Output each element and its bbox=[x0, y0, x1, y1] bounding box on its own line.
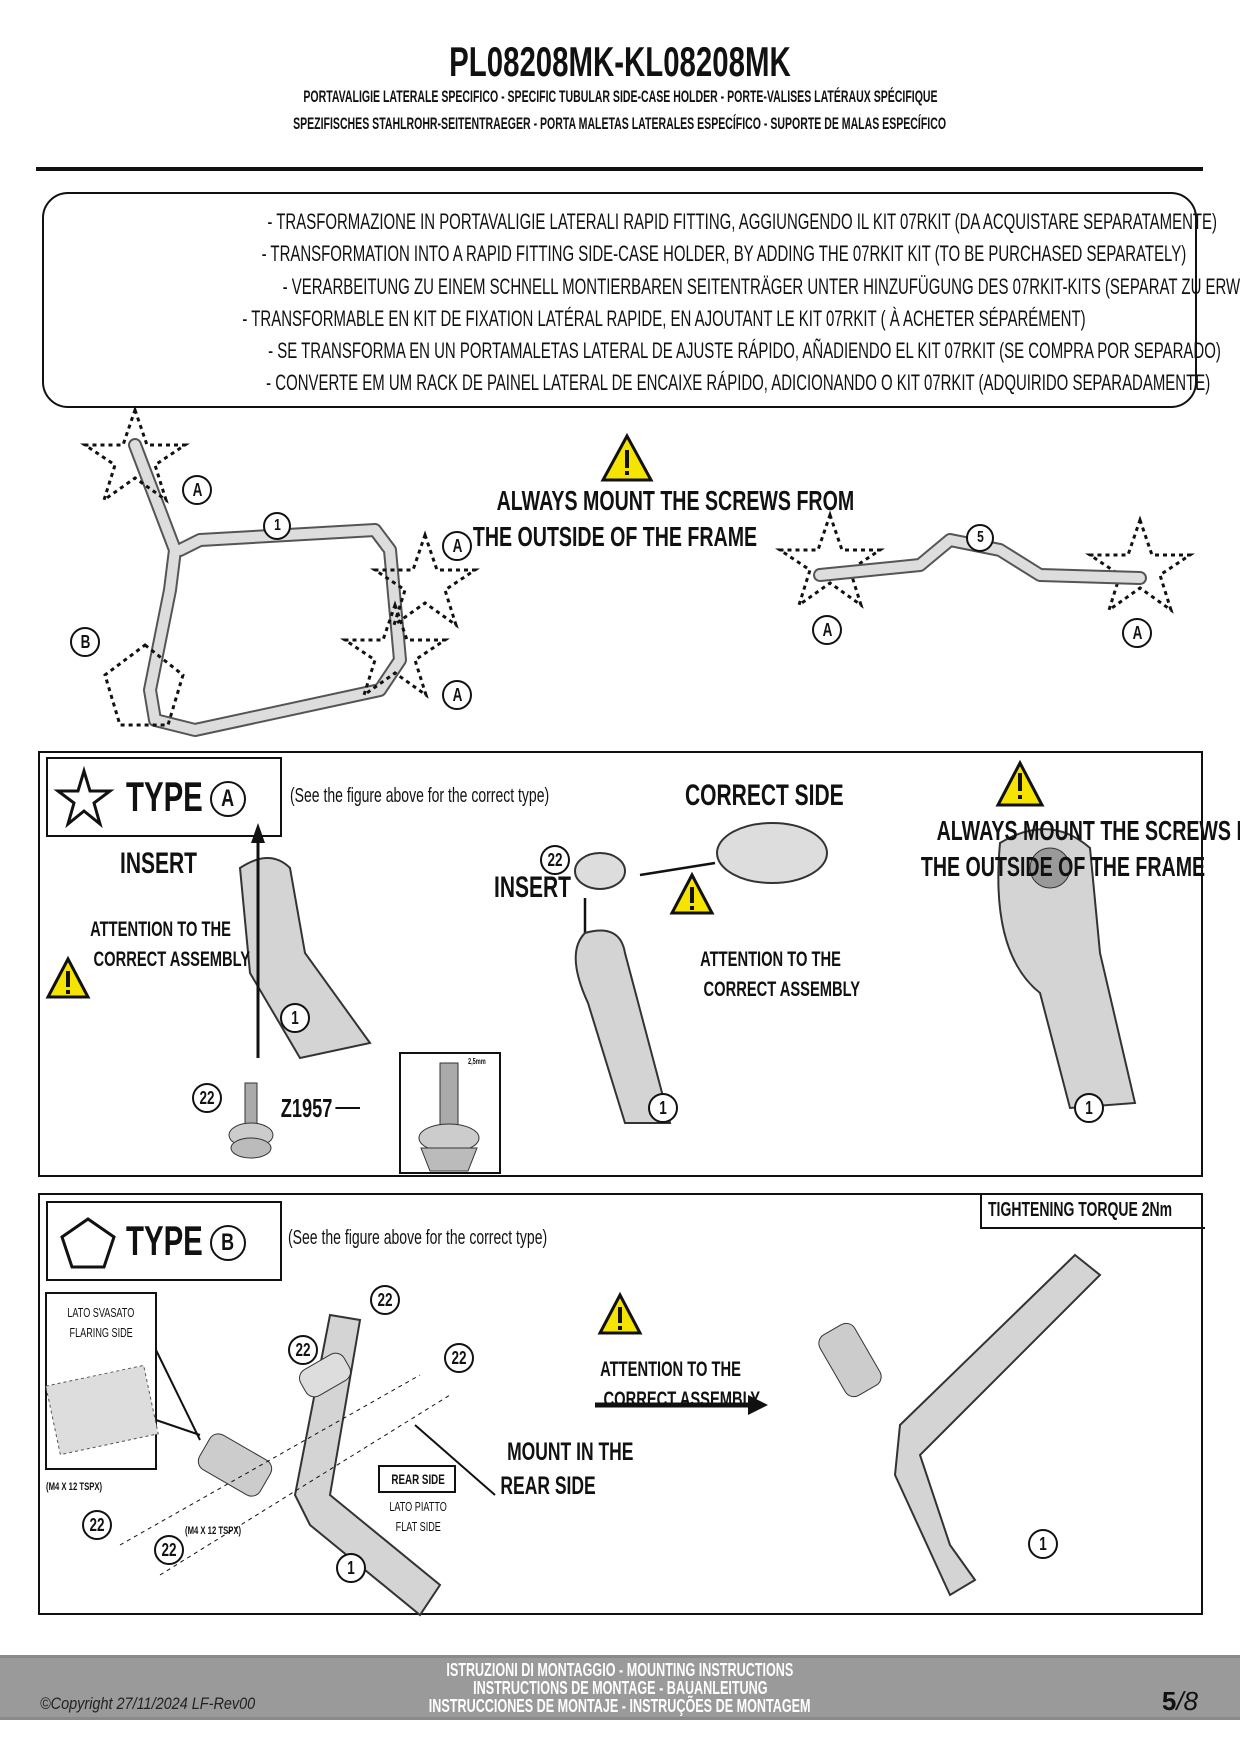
type-b-illustrations bbox=[45, 1253, 1102, 1617]
bracket-arm bbox=[574, 929, 672, 1124]
correct-side-heading: CORRECT SIDE bbox=[685, 779, 844, 812]
type-a-letter: A bbox=[210, 781, 246, 817]
part-1-callout: 1 bbox=[336, 1553, 366, 1583]
flaring-side-label: LATO SVASATO FLARING SIDE bbox=[67, 1305, 135, 1340]
type-b-panel: TYPE B (See the figure above for the cor… bbox=[38, 1193, 1205, 1617]
notice-line: - VERARBEITUNG ZU EINEM SCHNELL MONTIERB… bbox=[282, 273, 1240, 299]
bracket-arm bbox=[997, 828, 1137, 1110]
label-a-callout: A bbox=[1122, 618, 1152, 648]
part-code-label: Z1957 bbox=[278, 1093, 360, 1124]
label-a-callout: A bbox=[442, 680, 472, 710]
footer-bar: ©Copyright 27/11/2024 LF-Rev00 ISTRUZION… bbox=[0, 1655, 1240, 1720]
part-22-callout: 22 bbox=[82, 1510, 112, 1540]
header-divider bbox=[36, 167, 1203, 171]
star-markers bbox=[80, 405, 1195, 727]
frame-tube bbox=[893, 1253, 1102, 1597]
rear-side-box: REAR SIDE bbox=[378, 1465, 456, 1493]
type-a-warning-text: ALWAYS MOUNT THE SCREWS FROM THE OUTSIDE… bbox=[920, 815, 1240, 882]
type-a-title: TYPE bbox=[126, 773, 203, 820]
part-22-callout: 22 bbox=[540, 845, 570, 875]
label-a-callout: A bbox=[442, 531, 472, 561]
clip-washer bbox=[716, 822, 828, 884]
warning-icon bbox=[600, 432, 654, 482]
rivet-part-22 bbox=[228, 1082, 274, 1159]
torque-label-box: TIGHTENING TORQUE 2Nm bbox=[980, 1195, 1205, 1229]
part-22-callout: 22 bbox=[192, 1083, 222, 1113]
warning-icon bbox=[669, 871, 715, 915]
warning-icon bbox=[45, 955, 91, 999]
attention-text-center: ATTENTION TO THE CORRECT ASSEMBLY bbox=[700, 948, 861, 1001]
document-title: PL08208MK-KL08208MK bbox=[449, 38, 791, 85]
copyright-text: ©Copyright 27/11/2024 LF-Rev00 bbox=[40, 1694, 256, 1713]
pentagon-icon bbox=[60, 1217, 116, 1269]
label-b-callout: B bbox=[70, 627, 100, 657]
type-b-title: TYPE bbox=[126, 1217, 203, 1264]
type-a-illustrations bbox=[45, 759, 1137, 1174]
overview-warning-text: ALWAYS MOUNT THE SCREWS FROM THE OUTSIDE… bbox=[472, 485, 855, 552]
dimension-label: 2,5mm bbox=[468, 1057, 486, 1066]
notice-lines: - TRASFORMAZIONE IN PORTAVALIGIE LATERAL… bbox=[44, 206, 1240, 400]
part-22-callout: 22 bbox=[444, 1343, 474, 1373]
label-a-callout: A bbox=[182, 475, 212, 505]
mounted-clip bbox=[1029, 847, 1071, 889]
notice-line: - CONVERTE EM UM RACK DE PAINEL LATERAL … bbox=[266, 370, 1211, 396]
footer-title: ISTRUZIONI DI MONTAGGIO - MOUNTING INSTR… bbox=[429, 1660, 811, 1716]
part-1-callout: 1 bbox=[263, 512, 291, 540]
part-22-callout: 22 bbox=[370, 1285, 400, 1315]
notice-box: - TRASFORMAZIONE IN PORTAVALIGIE LATERAL… bbox=[42, 192, 1240, 408]
warning-icon bbox=[995, 759, 1045, 807]
frame-tube bbox=[293, 1313, 442, 1617]
bracket-arm bbox=[238, 857, 372, 1060]
notice-line: - TRANSFORMABLE EN KIT DE FIXATION LATÉR… bbox=[242, 305, 1086, 331]
bracket-plate bbox=[197, 1433, 273, 1497]
type-b-letter: B bbox=[210, 1225, 246, 1261]
insert-label-left: INSERT bbox=[120, 847, 198, 880]
clip-part-22 bbox=[574, 852, 626, 890]
type-b-label-box: TYPE B bbox=[46, 1201, 282, 1281]
part-1-callout: 1 bbox=[280, 1003, 310, 1033]
flat-side-label: LATO PIATTO FLAT SIDE bbox=[389, 1499, 447, 1534]
notice-line: - TRANSFORMATION INTO A RAPID FITTING SI… bbox=[261, 241, 1187, 267]
part-1-callout: 1 bbox=[1074, 1093, 1104, 1123]
pointer-arrow bbox=[414, 1424, 496, 1496]
clamp-plate bbox=[299, 1352, 351, 1398]
screw-spec-label: (M4 X 12 TSPX) bbox=[46, 1481, 103, 1493]
mount-rear-side-text: MOUNT IN THE REAR SIDE bbox=[500, 1438, 634, 1500]
notice-line: - TRASFORMAZIONE IN PORTAVALIGIE LATERAL… bbox=[267, 209, 1218, 234]
subtitle-line-2: SPEZIFISCHES STAHLROHR-SEITENTRAEGER - P… bbox=[293, 114, 947, 133]
warning-icon bbox=[597, 1291, 643, 1335]
notice-line: - SE TRANSFORMA EN UN PORTAMALETAS LATER… bbox=[268, 338, 1221, 364]
page-number: 5/8 bbox=[1161, 1686, 1198, 1716]
part-1-callout: 1 bbox=[1028, 1529, 1058, 1559]
attention-text-left: ATTENTION TO THE CORRECT ASSEMBLY bbox=[90, 918, 251, 971]
star-icon bbox=[53, 765, 115, 829]
label-a-callout: A bbox=[812, 615, 842, 645]
side-case-holder-diagram bbox=[80, 405, 1195, 737]
attention-text: ATTENTION TO THE CORRECT ASSEMBLY bbox=[600, 1358, 761, 1411]
mounted-bracket bbox=[818, 1322, 882, 1398]
type-b-see-figure: (See the figure above for the correct ty… bbox=[288, 1227, 548, 1249]
type-a-label-box: TYPE A bbox=[46, 757, 282, 837]
insert-label-center: INSERT bbox=[494, 871, 572, 904]
type-a-panel: TYPE A (See the figure above for the cor… bbox=[38, 751, 1240, 1177]
part-1-callout: 1 bbox=[648, 1093, 678, 1123]
part-5-callout: 5 bbox=[966, 524, 994, 552]
subtitle-line-1: PORTAVALIGIE LATERALE SPECIFICO - SPECIF… bbox=[302, 87, 938, 106]
part-22-callout: 22 bbox=[288, 1335, 318, 1365]
type-a-see-figure: (See the figure above for the correct ty… bbox=[290, 785, 550, 807]
screw-spec-label: (M4 X 12 TSPX) bbox=[185, 1525, 242, 1537]
part-22-callout: 22 bbox=[154, 1535, 184, 1565]
